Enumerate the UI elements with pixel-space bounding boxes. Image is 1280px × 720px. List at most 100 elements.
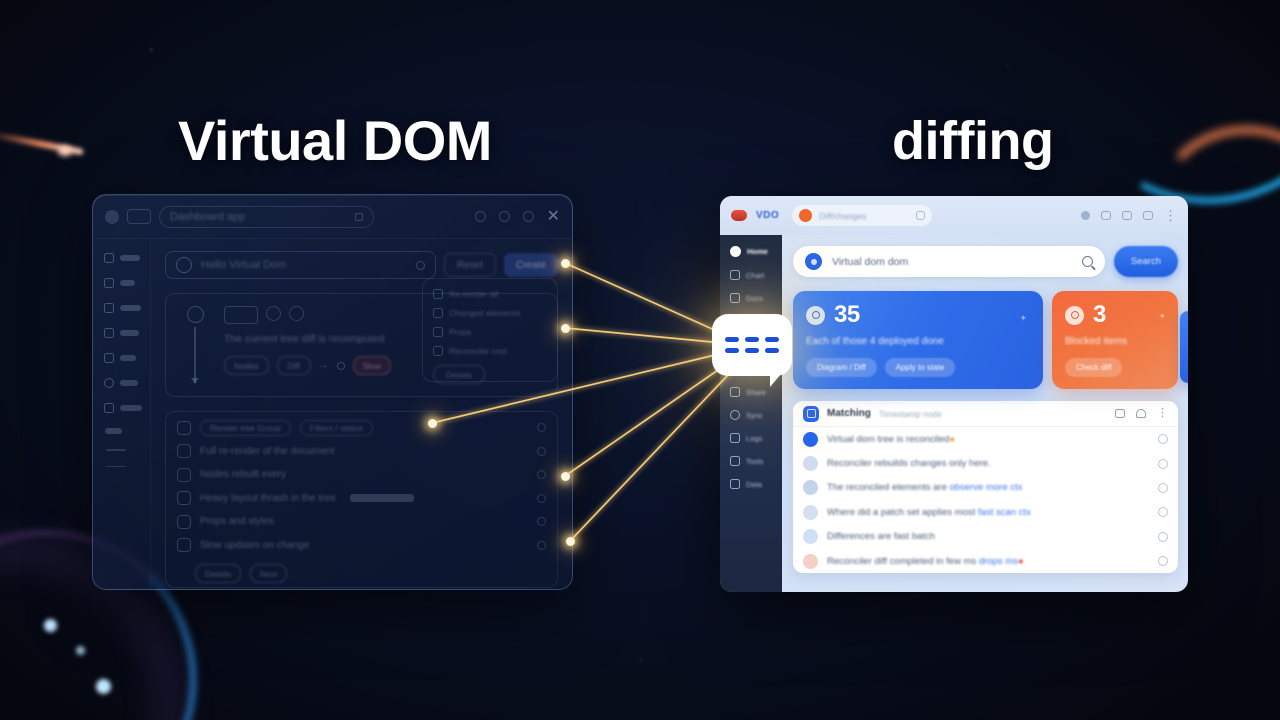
sidebar-item-home[interactable] [93,253,140,263]
table-row[interactable]: Full re-render of the document [166,440,557,464]
sidebar-item-settings[interactable] [93,428,122,434]
create-button[interactable]: Create [503,253,558,277]
row-action-icon[interactable] [537,517,546,527]
list-item[interactable]: Virtual dom tree is reconciled● [793,427,1178,451]
row-action-icon[interactable] [537,423,546,433]
side-panel-row[interactable]: Re-render all [433,289,547,299]
bookmark-icon[interactable] [916,211,926,220]
glow-dot-icon [76,646,85,655]
address-bar-action-icon[interactable] [355,212,363,221]
address-bar[interactable]: Dashboard app [159,205,374,228]
orange-comet-streak-icon [0,130,84,156]
search-icon[interactable] [415,260,425,270]
item-action-icon[interactable] [1158,458,1168,469]
row-text: Full re-render of the document [200,445,335,457]
list-item[interactable]: Reconciler diff completed in few ms drop… [793,549,1178,573]
list-item[interactable]: Where did a patch set applies most fast … [793,500,1178,524]
footer-next-button[interactable]: Next [249,564,288,583]
hero-flow-indicator [178,306,212,384]
downloads-icon[interactable] [1122,211,1132,220]
stat-card-blue[interactable]: 35 Each of those 4 deployed done Diagram… [793,291,1043,389]
row-action-icon[interactable] [537,493,546,503]
sidebar-item-label: Home [747,247,768,256]
bell-icon[interactable] [1136,409,1146,418]
row-action-icon[interactable] [537,470,546,480]
right-sidebar: Home Chart Docs Share Sync [720,235,782,592]
minimize-icon[interactable] [474,211,486,222]
item-label: Where did a patch set applies most [827,506,979,518]
extensions-icon[interactable] [1101,211,1111,220]
restore-icon[interactable] [522,211,534,222]
sidebar-item-home[interactable]: Home [720,246,782,257]
row-text: Props and styles [200,516,274,528]
archive-icon[interactable] [1115,409,1125,418]
sidebar-item-data[interactable]: Data [720,479,782,489]
hero-pill-slow[interactable]: Slow [352,356,392,375]
inbox-icon [104,278,114,288]
tab-chip-icon[interactable] [127,209,151,224]
edge-card-preview[interactable] [1180,311,1188,383]
item-action-icon[interactable] [1158,507,1168,518]
stat-card-button[interactable]: Check diff [1065,358,1123,377]
list-header-secondary[interactable]: Filters / status [299,419,373,436]
item-link[interactable]: observe more ctx [949,482,1023,494]
search-button[interactable]: Search [1113,246,1178,277]
hero-pill-diff[interactable]: Diff [276,356,311,375]
sidebar-item-docs[interactable]: Docs [720,293,782,303]
table-row[interactable]: Nodes rebuilt every [166,463,557,487]
page-title-right: diffing [892,111,1054,171]
item-link[interactable]: drops ms [978,555,1018,567]
stat-card-orange[interactable]: 3 Blocked items Check diff ✦ [1052,291,1178,389]
sidebar-item-tasks[interactable] [93,378,138,388]
kebab-menu-icon[interactable]: ⋮ [1157,407,1168,419]
side-panel-row[interactable]: Changed elements [433,308,547,318]
address-bar[interactable]: Diff/changes [792,205,933,226]
table-row[interactable]: Props and styles [166,510,557,534]
list-item[interactable]: Differences are fast batch [793,525,1178,549]
profile-icon[interactable] [1081,211,1090,220]
maximize-icon[interactable] [498,211,510,222]
sidebar-item-jobs[interactable] [93,353,136,363]
list-item[interactable]: The reconciled elements are observe more… [793,476,1178,500]
sidebar-item-logs[interactable]: Logs [720,433,782,443]
left-search-value: Hello Virtual Dom [201,259,287,271]
close-icon[interactable]: ✕ [546,207,560,225]
sidebar-item-inbox[interactable] [93,278,135,288]
side-panel-details-button[interactable]: Details [433,365,485,384]
row-action-icon[interactable] [537,540,546,550]
list-item[interactable]: Reconciler rebuilds changes only here. [793,451,1178,475]
item-action-icon[interactable] [1158,482,1168,493]
table-row[interactable]: Slow updates on change [166,534,557,558]
item-avatar-icon [803,504,818,520]
footer-details-button[interactable]: Details [195,564,241,583]
item-action-icon[interactable] [1158,434,1168,445]
history-icon[interactable] [1143,211,1153,220]
sidebar-item-notes[interactable] [93,403,142,413]
item-link[interactable]: fast scan ctx [978,506,1031,518]
hero-description: The current tree diff is recomputed [224,333,385,345]
search-icon[interactable] [1081,256,1093,267]
left-search-input[interactable]: Hello Virtual Dom [165,251,436,279]
stat-card-button[interactable]: Apply to state [884,358,956,377]
sidebar-item-users[interactable] [93,328,139,338]
list-header-primary[interactable]: Render tree Group [200,419,291,436]
left-window-controls: ✕ [474,207,560,225]
item-action-icon[interactable] [1158,531,1168,542]
hero-pill-nodes[interactable]: Nodes [224,356,269,375]
sidebar-item-reports[interactable] [93,303,141,313]
sidebar-item-chart[interactable]: Chart [720,270,782,280]
row-icon [177,444,191,459]
row-action-icon[interactable] [537,446,546,456]
reset-button[interactable]: Reset [443,253,496,277]
diffing-node[interactable] [712,314,792,387]
kebab-menu-icon[interactable]: ⋮ [1164,208,1177,223]
sidebar-item-sync[interactable]: Sync [720,410,782,420]
sidebar-item-tools[interactable]: Tools [720,456,782,466]
item-action-icon[interactable] [1158,556,1168,567]
table-row[interactable]: Heavy layout thrash in the tree [166,487,557,511]
search-input[interactable]: Virtual dom dom [793,246,1105,277]
stat-card-button[interactable]: Diagram / Diff [806,358,877,377]
side-panel-row[interactable]: Props [433,327,547,337]
side-panel-row[interactable]: Reconciler cost [433,346,547,356]
sidebar-item-share[interactable]: Share [720,387,782,397]
